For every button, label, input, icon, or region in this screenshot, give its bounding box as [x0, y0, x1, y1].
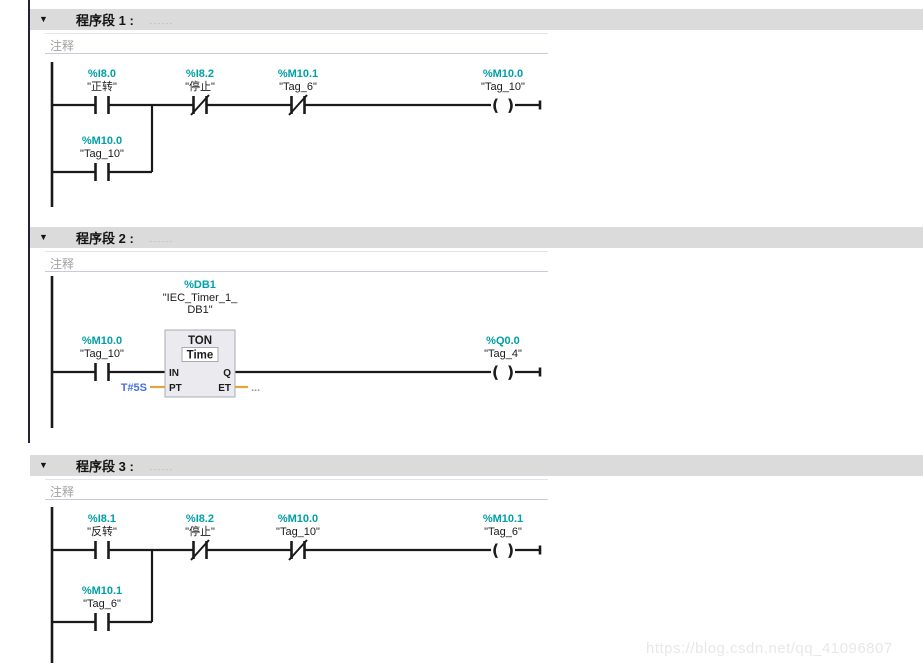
contact-gap: [95, 162, 109, 182]
contact-address[interactable]: %M10.0: [82, 135, 122, 147]
contact-gap: [95, 612, 109, 632]
coil-paren-left: (: [492, 96, 499, 115]
coil-gap: [491, 95, 515, 115]
timer-db-name-line1[interactable]: "IEC_Timer_1_: [163, 292, 238, 304]
contact-tag-name[interactable]: "Tag_10": [80, 148, 124, 160]
contact-gap: [95, 362, 109, 382]
coil-gap: [491, 540, 515, 560]
coil-address[interactable]: %Q0.0: [486, 335, 520, 347]
contact-address[interactable]: %I8.0: [88, 68, 116, 80]
contact-tag-name[interactable]: "停止": [185, 79, 215, 93]
contact-tag-name[interactable]: "Tag_6": [83, 598, 121, 610]
nc-slash: [288, 539, 308, 561]
coil-%Q0.0[interactable]: () %Q0.0"Tag_4": [484, 335, 522, 382]
contact-gap: [95, 540, 109, 560]
contact-tag-name[interactable]: "正转": [87, 79, 117, 93]
timer-instruction-label: TON: [188, 335, 212, 347]
timer-block-body[interactable]: [164, 329, 236, 398]
coil-paren-left: (: [492, 363, 499, 382]
timer-pt-port[interactable]: PT: [169, 383, 182, 394]
editor-left-border: [28, 0, 30, 443]
timer-in-port[interactable]: IN: [169, 368, 179, 379]
contact-address[interactable]: %I8.1: [88, 513, 116, 525]
coil-tag-name[interactable]: "Tag_10": [481, 81, 525, 93]
collapse-triangle-icon[interactable]: ▼: [39, 232, 48, 242]
contact-address[interactable]: %I8.2: [186, 513, 214, 525]
timer-q-port[interactable]: Q: [223, 368, 231, 379]
nc-slash: [288, 94, 308, 116]
contact-tag-name[interactable]: "Tag_6": [279, 81, 317, 93]
contact-tag-name[interactable]: "Tag_10": [80, 348, 124, 360]
network-comment[interactable]: 注释: [45, 251, 548, 272]
contact-gap: [95, 95, 109, 115]
timer-db-address[interactable]: %DB1: [184, 279, 216, 291]
contact-tag-name[interactable]: "Tag_10": [276, 526, 320, 538]
network-title-placeholder[interactable]: ......: [149, 234, 174, 244]
network-3-header[interactable]: ▼ 程序段 3 : ......: [30, 455, 923, 476]
watermark: https://blog.csdn.net/qq_41096807: [646, 640, 893, 657]
coil-tag-name[interactable]: "Tag_4": [484, 348, 522, 360]
contact-%M10.0-no[interactable]: %M10.0"Tag_10": [80, 335, 124, 382]
coil-paren-left: (: [492, 541, 499, 560]
network-title-placeholder[interactable]: ......: [149, 16, 174, 26]
coil-address[interactable]: %M10.1: [483, 513, 523, 525]
contact-%M10.0-no[interactable]: %M10.0"Tag_10": [80, 135, 124, 182]
coil-%M10.0[interactable]: () %M10.0"Tag_10": [481, 68, 525, 115]
contact-%M10.0-nc[interactable]: %M10.0"Tag_10": [276, 513, 320, 561]
coil-paren-right: ): [507, 96, 514, 115]
network-title[interactable]: 程序段 3 :: [76, 459, 134, 474]
contact-tag-name[interactable]: "反转": [87, 524, 117, 538]
nc-slash: [190, 94, 210, 116]
et-output-placeholder[interactable]: ...: [251, 382, 260, 394]
network-2-header[interactable]: ▼ 程序段 2 : ......: [30, 227, 923, 248]
contact-address[interactable]: %I8.2: [186, 68, 214, 80]
pt-constant-value[interactable]: T#5S: [121, 382, 147, 394]
coil-paren-right: ): [507, 363, 514, 382]
network-1-header[interactable]: ▼ 程序段 1 : ......: [30, 9, 923, 30]
network-title[interactable]: 程序段 2 :: [76, 231, 134, 246]
contact-%I8.2-nc[interactable]: %I8.2"停止": [185, 513, 215, 561]
contact-tag-name[interactable]: "停止": [185, 524, 215, 538]
network-comment[interactable]: 注释: [45, 33, 548, 54]
contact-address[interactable]: %M10.0: [82, 335, 122, 347]
contact-%I8.0-no[interactable]: %I8.0"正转": [87, 68, 117, 115]
contact-address[interactable]: %M10.1: [278, 68, 318, 80]
coil-paren-right: ): [507, 541, 514, 560]
timer-datatype-box[interactable]: [181, 347, 219, 362]
contact-%M10.1-nc[interactable]: %M10.1"Tag_6": [278, 68, 318, 116]
contact-%I8.1-no[interactable]: %I8.1"反转": [87, 513, 117, 560]
contact-%I8.2-nc[interactable]: %I8.2"停止": [185, 68, 215, 116]
coil-%M10.1[interactable]: () %M10.1"Tag_6": [483, 513, 523, 560]
coil-address[interactable]: %M10.0: [483, 68, 523, 80]
timer-et-port[interactable]: ET: [218, 383, 231, 394]
network-title[interactable]: 程序段 1 :: [76, 13, 134, 28]
contact-%M10.1-no[interactable]: %M10.1"Tag_6": [82, 585, 122, 632]
network-title-placeholder[interactable]: ......: [149, 462, 174, 472]
network-comment[interactable]: 注释: [45, 479, 548, 500]
ladder-canvas-network-1: %I8.0"正转"%I8.2"停止"%M10.1"Tag_6"%M10.0"Ta…: [50, 62, 542, 207]
timer-db-name-line2[interactable]: DB1": [187, 304, 212, 316]
collapse-triangle-icon[interactable]: ▼: [39, 460, 48, 470]
collapse-triangle-icon[interactable]: ▼: [39, 14, 48, 24]
coil-gap: [491, 362, 515, 382]
contact-address[interactable]: %M10.1: [82, 585, 122, 597]
timer-datatype-label[interactable]: Time: [187, 350, 214, 362]
contact-address[interactable]: %M10.0: [278, 513, 318, 525]
ladder-canvas-network-3: %I8.1"反转"%I8.2"停止"%M10.0"Tag_10"%M10.1"T…: [50, 507, 542, 663]
nc-slash: [190, 539, 210, 561]
coil-tag-name[interactable]: "Tag_6": [484, 526, 522, 538]
